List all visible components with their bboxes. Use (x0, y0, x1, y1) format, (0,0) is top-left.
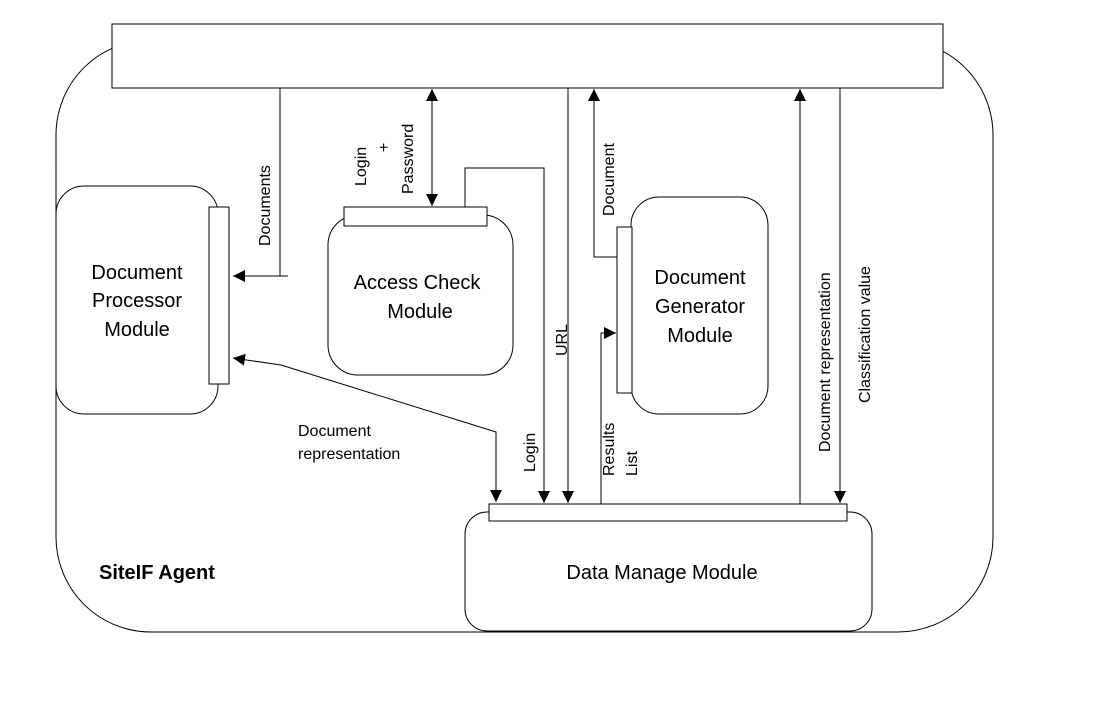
classification-value-label: Classification value (857, 266, 874, 403)
data-manage-port (488, 503, 848, 522)
document-representation-down-arrow (280, 364, 502, 502)
results-list-flow-arrow (600, 327, 616, 504)
access-check-port (343, 206, 488, 227)
agent-label: SiteIF Agent (99, 562, 215, 584)
results-list-label-2: List (624, 451, 641, 476)
access-check-module (327, 214, 514, 376)
document-processor-port (208, 206, 230, 385)
documents-flow-label: Documents (257, 165, 274, 246)
document-representation-label-2: representation (298, 446, 400, 463)
document-processor-label-1: Document (91, 262, 183, 284)
document-processor-label-3: Module (104, 319, 170, 341)
data-manage-label: Data Manage Module (566, 562, 757, 584)
external-interface-bar (111, 23, 944, 89)
document-generator-label-3: Module (667, 325, 733, 347)
login-flow-label: Login (522, 433, 539, 472)
document-flow-label: Document (601, 143, 618, 216)
url-flow-label: URL (554, 324, 571, 356)
document-generator-label-1: Document (654, 267, 746, 289)
document-representation-up-label: Document representation (817, 272, 834, 452)
document-flow-arrow (588, 89, 617, 258)
login-password-label-1: Login (353, 147, 370, 186)
document-generator-port (616, 226, 633, 394)
document-representation-left-arrow (232, 353, 282, 366)
document-generator-label-2: Generator (655, 296, 745, 318)
login-password-label-3: Password (400, 124, 417, 194)
access-check-label-2: Module (387, 301, 453, 323)
access-check-label-1: Access Check (354, 272, 482, 294)
document-representation-label-1: Document (298, 423, 371, 440)
login-password-label-2: + (376, 143, 393, 152)
login-flow-arrow (464, 167, 550, 503)
results-list-label-1: Results (601, 423, 618, 476)
document-processor-label-2: Processor (92, 290, 182, 312)
